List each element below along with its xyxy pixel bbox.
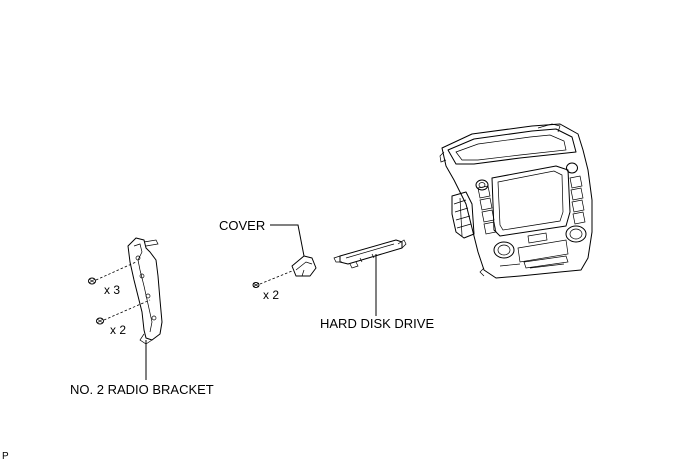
bracket-lower-qty: x 2 <box>110 323 127 337</box>
cover-screw <box>252 270 293 288</box>
bracket-upper-screw <box>88 261 137 285</box>
bracket-lower-screw <box>96 299 151 325</box>
radio-receiver-assembly <box>439 123 593 279</box>
cover-part <box>291 255 317 277</box>
cover-screw-qty: x 2 <box>263 288 280 302</box>
hard-disk-drive-label: HARD DISK DRIVE <box>320 316 435 331</box>
cover-leader <box>270 224 305 257</box>
hard-disk-drive-part <box>333 239 407 269</box>
radio-bracket-part <box>127 237 163 345</box>
figure-code: P <box>2 451 9 462</box>
bracket-upper-qty: x 3 <box>104 283 121 297</box>
cover-label: COVER <box>219 218 266 233</box>
radio-bracket-label: NO. 2 RADIO BRACKET <box>70 382 214 397</box>
